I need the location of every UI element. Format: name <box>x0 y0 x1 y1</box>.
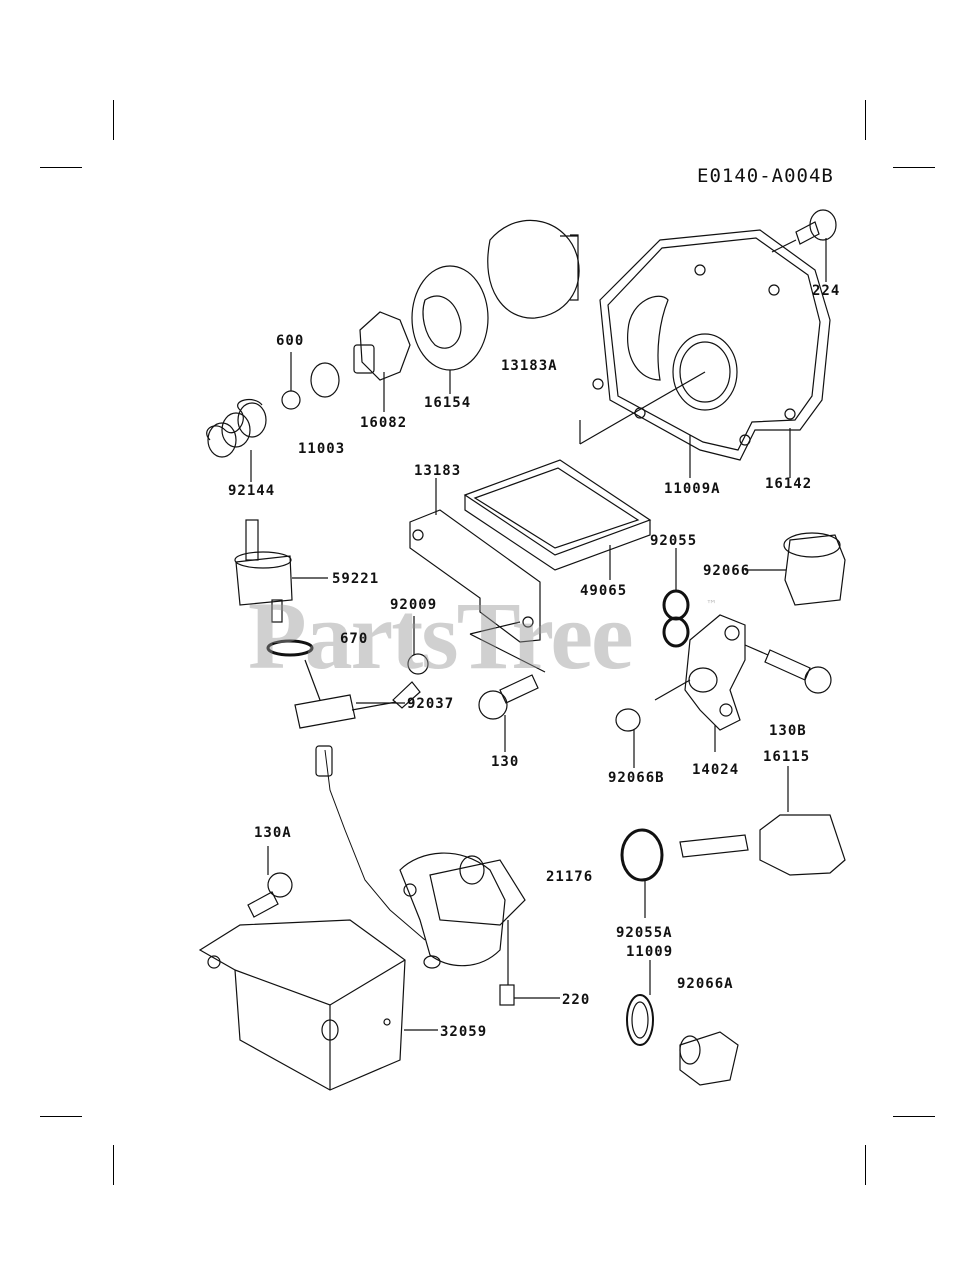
oil-sensor-21176-icon <box>399 852 526 985</box>
label-14024[interactable]: 14024 <box>692 762 740 778</box>
bracket-13183-icon <box>409 478 546 673</box>
crop-mark <box>113 100 114 140</box>
crop-mark <box>40 1116 82 1117</box>
label-92144[interactable]: 92144 <box>228 483 276 499</box>
spring-92144-icon <box>206 398 267 482</box>
label-92066A[interactable]: 92066A <box>677 976 734 992</box>
label-130B[interactable]: 130B <box>769 723 807 739</box>
inner-rotor-16082-icon <box>353 311 411 412</box>
valve-body-14024-icon <box>654 614 746 752</box>
crop-mark <box>40 167 82 168</box>
label-220[interactable]: 220 <box>562 992 591 1008</box>
outer-rotor-16154-icon <box>411 265 489 394</box>
label-11009[interactable]: 11009 <box>626 944 674 960</box>
label-21176[interactable]: 21176 <box>546 869 594 885</box>
plate-13183A-icon <box>487 219 580 319</box>
label-13183A[interactable]: 13183A <box>501 358 558 374</box>
crop-mark <box>113 1145 114 1185</box>
trademark: ™ <box>706 598 717 611</box>
dipstick-16115-icon <box>679 766 846 876</box>
label-224[interactable]: 224 <box>812 283 841 299</box>
bolt-130B-icon <box>744 644 832 694</box>
o-ring-92055A-icon <box>620 828 664 882</box>
pump-cover-plate-16142-icon <box>579 229 831 478</box>
label-92055[interactable]: 92055 <box>650 533 698 549</box>
plug-92066-icon <box>745 532 846 606</box>
fitting-59221-icon <box>234 519 328 623</box>
watermark: PartsTree <box>248 582 634 689</box>
o-ring-670-icon <box>266 639 314 657</box>
o-rings-92055-icon <box>662 589 690 648</box>
crop-mark <box>893 1116 935 1117</box>
crop-mark <box>865 100 866 140</box>
label-92066[interactable]: 92066 <box>703 563 751 579</box>
sensor-cable-icon <box>324 749 426 941</box>
plug-92066B-icon <box>615 708 641 768</box>
label-16142[interactable]: 16142 <box>765 476 813 492</box>
crop-mark <box>865 1145 866 1185</box>
washer-11009-icon <box>626 960 654 1046</box>
bolt-130-icon <box>478 674 539 752</box>
label-32059[interactable]: 32059 <box>440 1024 488 1040</box>
label-49065[interactable]: 49065 <box>580 583 628 599</box>
label-92009[interactable]: 92009 <box>390 597 438 613</box>
bolt-224-icon <box>771 209 837 282</box>
label-600[interactable]: 600 <box>276 333 305 349</box>
label-670[interactable]: 670 <box>340 631 369 647</box>
label-92055A[interactable]: 92055A <box>616 925 673 941</box>
cable-sleeve-icon <box>315 745 333 777</box>
plug-92066A-icon <box>679 1031 739 1086</box>
sleeve-11003-icon <box>310 362 340 398</box>
bolt-130A-icon <box>247 846 293 918</box>
screw-220-icon <box>499 984 560 1006</box>
label-13183[interactable]: 13183 <box>414 463 462 479</box>
label-11009A[interactable]: 11009A <box>664 481 721 497</box>
label-130A[interactable]: 130A <box>254 825 292 841</box>
clamp-92037-icon <box>294 659 405 729</box>
label-16154[interactable]: 16154 <box>424 395 472 411</box>
crop-mark <box>893 167 935 168</box>
label-16115[interactable]: 16115 <box>763 749 811 765</box>
label-92066B[interactable]: 92066B <box>608 770 665 786</box>
ball-600-icon <box>281 352 301 410</box>
bracket-32059-icon <box>198 919 438 1091</box>
diagram-code: E0140-A004B <box>697 165 834 187</box>
label-59221[interactable]: 59221 <box>332 571 380 587</box>
label-16082[interactable]: 16082 <box>360 415 408 431</box>
label-92037[interactable]: 92037 <box>407 696 455 712</box>
label-130[interactable]: 130 <box>491 754 520 770</box>
label-11003[interactable]: 11003 <box>298 441 346 457</box>
screw-92009-icon <box>351 616 429 711</box>
oil-screen-49065-icon <box>463 459 652 580</box>
